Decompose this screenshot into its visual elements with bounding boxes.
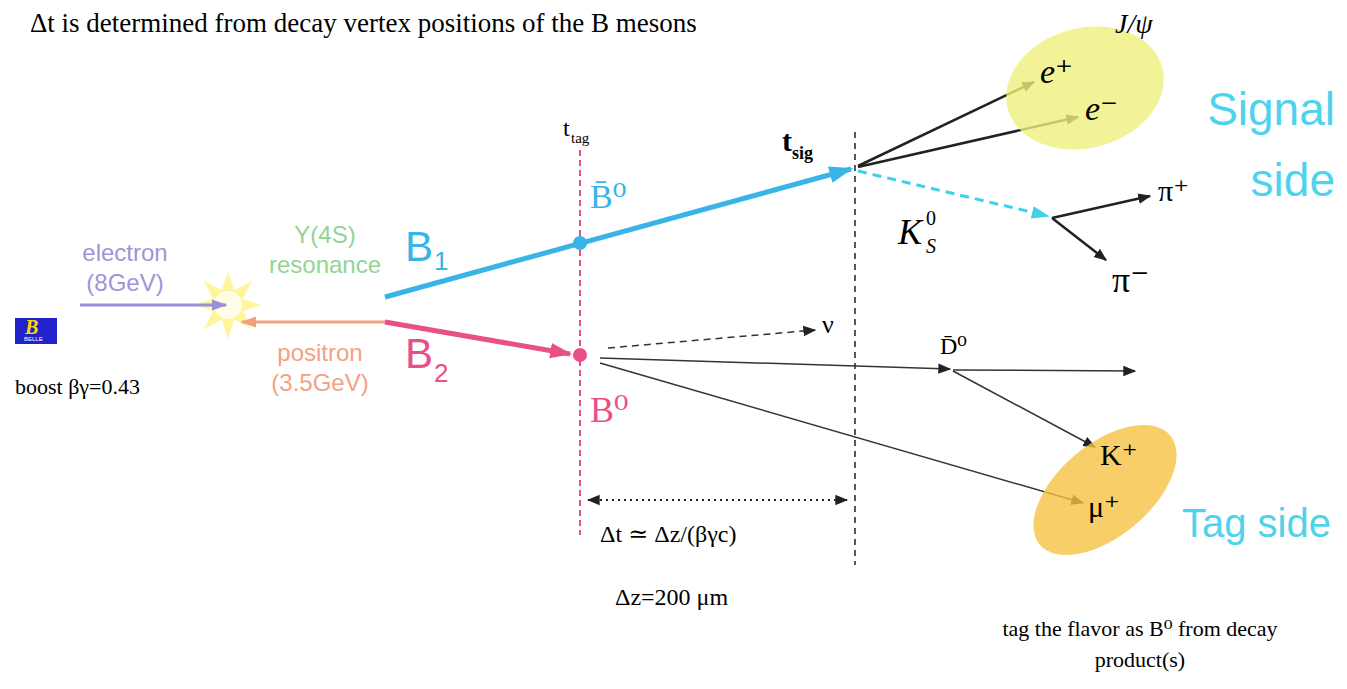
particle-label: μ⁺ xyxy=(1088,492,1120,522)
resonance-label: Y(4S) resonance xyxy=(250,220,400,280)
meson-subscript: 1 xyxy=(434,248,448,274)
diagram-title: Δt is determined from decay vertex posit… xyxy=(30,10,697,37)
particle-label: ν xyxy=(822,312,834,338)
logo-text: BELLE xyxy=(24,336,43,342)
particle-label: K⁺ xyxy=(1100,440,1138,470)
particle-label: e⁻ xyxy=(1085,92,1118,126)
particle-label: K xyxy=(898,214,922,250)
beam-label: positron (3.5GeV) xyxy=(245,338,395,398)
kshort-track xyxy=(858,171,1048,216)
neutrino-track xyxy=(608,330,815,348)
delta-t-dimension xyxy=(588,499,847,501)
ellipse-outline xyxy=(1000,5,1180,157)
logo-letter: B xyxy=(25,317,38,337)
b2-vertex xyxy=(573,348,587,362)
time-subscript: tag xyxy=(571,131,589,146)
particle-heading: J/ψ xyxy=(1115,10,1153,38)
pion-track xyxy=(1052,196,1150,218)
particle-label: e⁺ xyxy=(1040,55,1073,89)
pion-track xyxy=(1052,218,1106,260)
particle-label: π⁺ xyxy=(1158,176,1189,206)
electron-beam xyxy=(80,304,226,307)
side-label: Tag side xyxy=(1182,503,1331,543)
boost-note: boost βγ=0.43 xyxy=(15,376,140,398)
kaon-track xyxy=(953,371,1095,447)
note-text: tag the flavor as B⁰ from decay product(… xyxy=(1000,614,1280,676)
signal-time-line xyxy=(854,132,856,565)
meson-subscript: 2 xyxy=(434,360,448,386)
particle-label: B⁰ xyxy=(590,392,628,428)
time-label: t xyxy=(782,126,792,156)
particle-label: D̄⁰ xyxy=(940,334,967,358)
dbar-daughter-track xyxy=(953,370,1135,371)
group-ellipse xyxy=(1010,400,1199,580)
particle-group-ellipse: K⁺ μ⁺ xyxy=(1030,420,1180,560)
particle-superscript: 0 xyxy=(926,208,936,228)
meson-label: B xyxy=(405,333,433,375)
dbar-track xyxy=(600,358,950,369)
b1-track xyxy=(385,169,851,297)
particle-label: π⁻ xyxy=(1112,262,1149,298)
group-ellipse xyxy=(992,9,1178,166)
time-label: t xyxy=(563,116,570,140)
belle-logo xyxy=(15,318,57,344)
formula-label: Δt ≃ Δz/(βγc) xyxy=(600,522,736,546)
beam-label: electron (8GeV) xyxy=(60,238,190,298)
tag-time-line xyxy=(579,150,581,535)
side-label: Signal side xyxy=(1207,74,1335,217)
positron-beam xyxy=(242,321,385,324)
meson-label: B xyxy=(405,226,433,268)
particle-subscript: S xyxy=(926,236,936,256)
particle-label: B̄⁰ xyxy=(590,180,626,214)
dimension-label: Δz=200 μm xyxy=(615,585,728,609)
time-subscript: sig xyxy=(792,144,813,162)
muon-track xyxy=(600,363,1083,503)
particle-group-ellipse: J/ψ e⁺ e⁻ xyxy=(1000,5,1180,157)
b1-vertex xyxy=(573,236,587,250)
